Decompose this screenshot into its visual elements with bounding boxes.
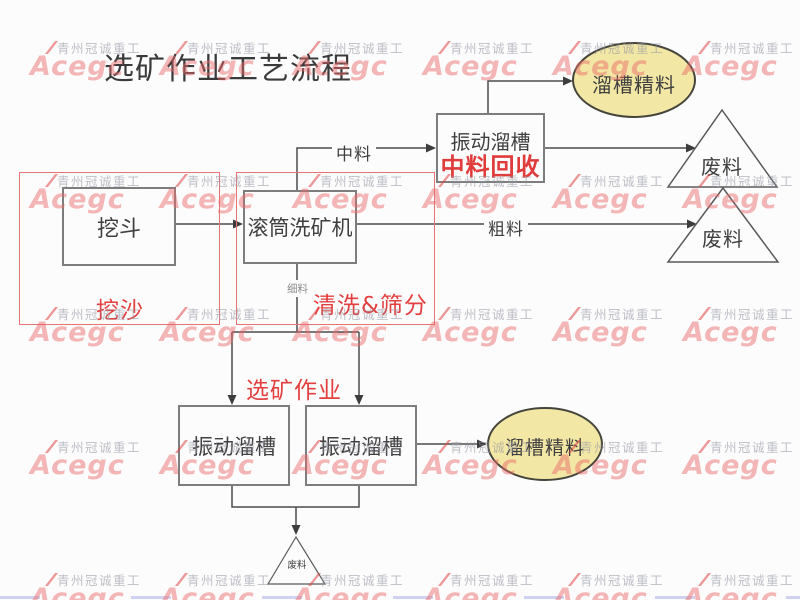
node-recycle-chute-sublabel: 中料回收 [440, 152, 541, 181]
node-drum-washer: 滚筒洗矿机 [243, 190, 357, 264]
bottom-blue-dashes [0, 596, 800, 599]
edge-chutes-merge-to-waste-bottom [231, 482, 360, 531]
concentrate-top-ellipse [572, 42, 696, 118]
waste-bottom-triangle [266, 535, 327, 585]
edge-label-fine-material: 细料 [283, 280, 312, 297]
node-chute-right-label: 振动溜槽 [319, 434, 403, 459]
edge-label-coarse-material: 粗料 [484, 214, 528, 241]
node-chute-left: 振动溜槽 [178, 405, 290, 486]
concentrate-bottom-label: 溜槽精料 [504, 437, 585, 459]
node-chute-right: 振动溜槽 [305, 405, 417, 486]
waste-mid-label: 废料 [702, 227, 744, 251]
node-recycle-chute-label: 振动溜槽 [450, 129, 531, 154]
arrowhead [477, 439, 487, 449]
waste-mid-triangle [666, 186, 780, 263]
region-processing-label: 选矿作业 [246, 378, 342, 404]
page-title: 选矿作业工艺流程 [104, 52, 352, 87]
edge-washer-to-recycle-chute [296, 147, 433, 190]
waste-bottom-label: 废料 [287, 560, 307, 571]
node-recycle-chute: 振动溜槽 中料回收 [436, 113, 545, 183]
arrowhead [291, 525, 301, 535]
waste-top-label: 废料 [701, 155, 743, 179]
arrowhead [563, 76, 573, 86]
concentrate-bottom-ellipse [487, 407, 603, 481]
concentrate-top-label: 溜槽精料 [592, 73, 676, 97]
edge-label-middle-material: 中料 [332, 139, 376, 166]
arrowhead [687, 219, 697, 229]
edge-recycle-chute-to-concentrate-top [487, 80, 570, 113]
node-drum-washer-label: 滚筒洗矿机 [247, 216, 353, 240]
node-bucket: 挖斗 [62, 187, 176, 266]
arrowhead [227, 395, 237, 405]
node-chute-left-label: 振动溜槽 [192, 434, 276, 459]
node-bucket-label: 挖斗 [96, 216, 141, 242]
arrowhead [686, 143, 696, 153]
arrowhead [233, 219, 243, 229]
region-digging-label: 挖沙 [96, 298, 144, 324]
arrowhead [426, 143, 436, 153]
arrowhead [354, 395, 364, 405]
region-washing-label: 清洗&筛分 [313, 293, 428, 319]
waste-top-triangle [666, 108, 779, 188]
